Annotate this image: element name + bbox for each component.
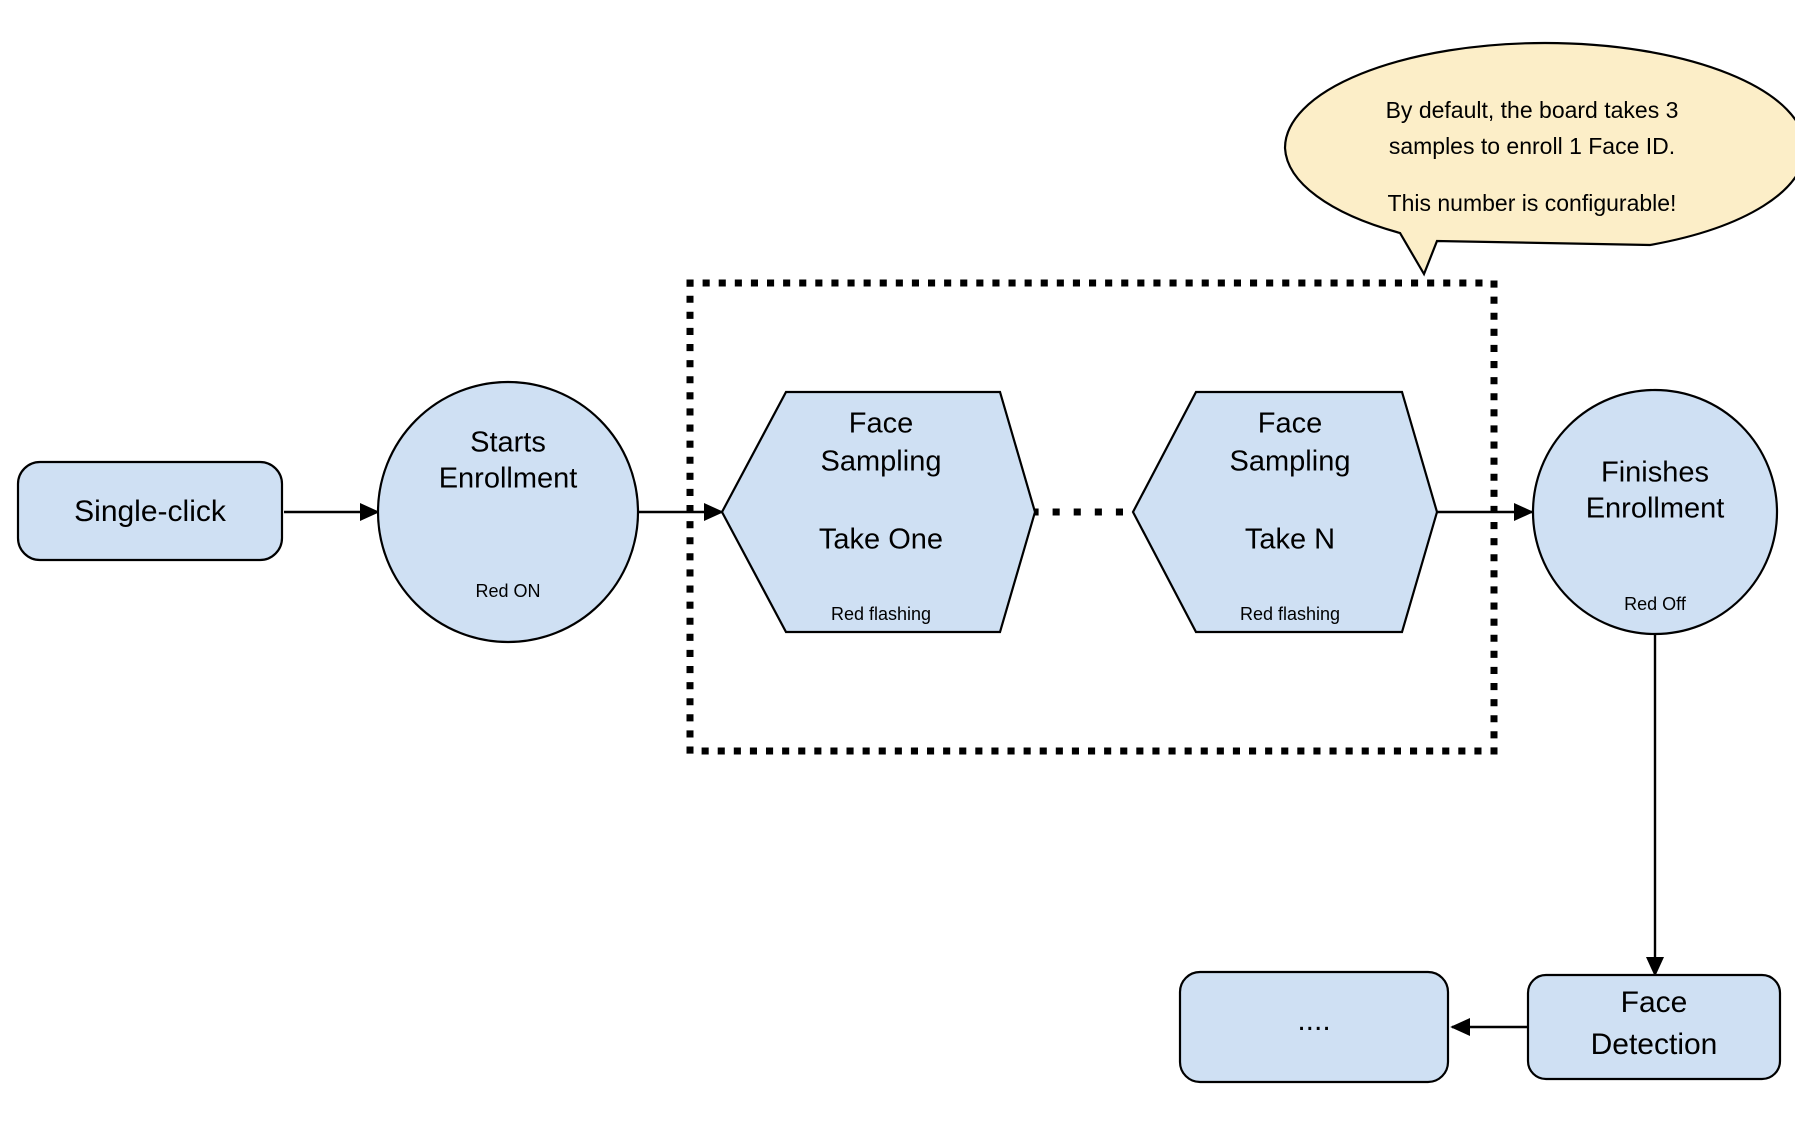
sampling-group-container (686, 279, 1498, 755)
face-sampling-n-status: Red flashing (1240, 604, 1340, 624)
more-steps-label: .... (1297, 1004, 1330, 1037)
node-face-sampling-n[interactable]: Face Sampling Take N Red flashing (1131, 390, 1439, 634)
node-face-detection[interactable]: Face Detection (1526, 973, 1782, 1081)
node-more-steps[interactable]: .... (1178, 970, 1450, 1084)
starts-enrollment-status: Red ON (475, 581, 540, 601)
face-sampling-n-label-line2: Sampling (1230, 446, 1351, 478)
callout-note: By default, the board takes 3 samples to… (1283, 41, 1795, 277)
finishes-enrollment-circle[interactable] (1531, 388, 1779, 636)
single-click-label: Single-click (74, 495, 227, 528)
callout-line-3: This number is configurable! (1388, 190, 1677, 216)
finishes-enrollment-label-line2: Enrollment (1586, 493, 1725, 525)
face-sampling-one-status: Red flashing (831, 604, 931, 624)
single-click-box[interactable] (16, 460, 284, 562)
node-face-sampling-one[interactable]: Face Sampling Take One Red flashing (720, 390, 1037, 634)
starts-enrollment-label-line2: Enrollment (439, 463, 578, 495)
callout-bubble-shape (1283, 41, 1795, 277)
starts-enrollment-label-line1: Starts (470, 427, 546, 459)
face-sampling-n-take-label: Take N (1245, 524, 1335, 556)
face-sampling-one-take-label: Take One (819, 524, 943, 556)
face-detection-box[interactable] (1526, 973, 1782, 1081)
face-detection-label-line2: Detection (1591, 1028, 1718, 1061)
node-starts-enrollment[interactable]: Starts Enrollment Red ON (376, 380, 640, 644)
face-sampling-one-label-line2: Sampling (821, 446, 942, 478)
finishes-enrollment-status: Red Off (1624, 594, 1687, 614)
face-sampling-one-hexagon[interactable] (720, 390, 1037, 634)
more-steps-box[interactable] (1178, 970, 1450, 1084)
face-sampling-one-label-line1: Face (849, 408, 913, 440)
callout-line-2: samples to enroll 1 Face ID. (1389, 133, 1675, 159)
face-sampling-n-hexagon[interactable] (1131, 390, 1439, 634)
face-detection-label-line1: Face (1621, 986, 1688, 1019)
node-single-click[interactable]: Single-click (16, 460, 284, 562)
starts-enrollment-circle[interactable] (376, 380, 640, 644)
callout-line-1: By default, the board takes 3 (1386, 97, 1679, 123)
node-finishes-enrollment[interactable]: Finishes Enrollment Red Off (1531, 388, 1779, 636)
finishes-enrollment-label-line1: Finishes (1601, 457, 1709, 489)
face-sampling-n-label-line1: Face (1258, 408, 1322, 440)
